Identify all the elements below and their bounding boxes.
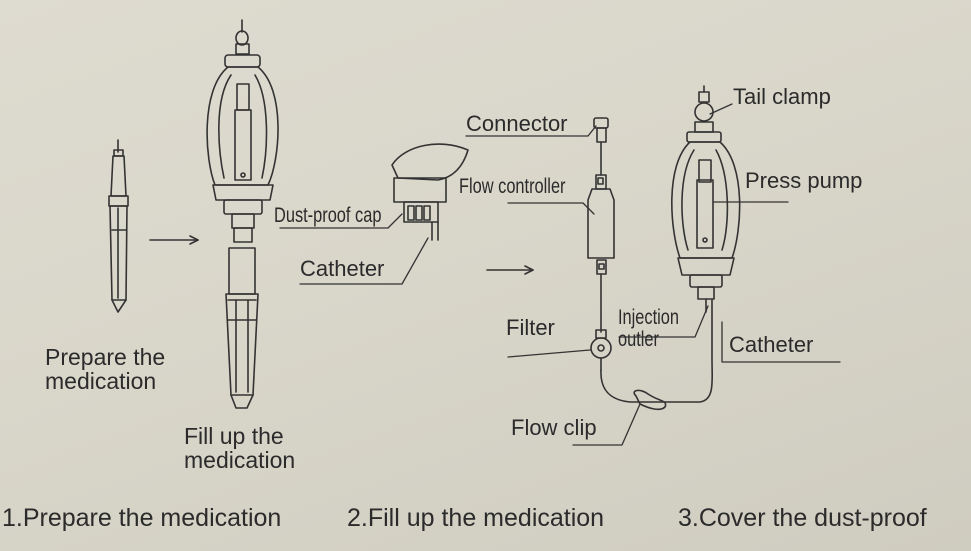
step-1-caption: 1.Prepare the medication — [2, 504, 282, 532]
dust-proof-cap-icon — [391, 143, 469, 241]
leader-lines-right — [465, 103, 841, 446]
label-catheter-1: Catheter — [300, 256, 385, 281]
pump-bulb-icon — [206, 19, 279, 243]
label-prepare-medication: Prepare the medication — [45, 344, 166, 395]
label-flow-controller: Flow controller — [459, 175, 566, 198]
label-dust-proof-cap: Dust-proof cap — [274, 204, 382, 227]
syringe-prepare-icon — [108, 139, 129, 313]
step-3-caption: 3.Cover the dust-proof — [678, 504, 927, 532]
infusion-line-icon — [587, 117, 714, 411]
step-2-caption: 2.Fill up the medication — [347, 504, 605, 532]
label-connector: Connector — [466, 111, 568, 136]
arrow-right-icon — [149, 235, 199, 245]
label-injection-outlet: Injection outler — [618, 306, 680, 352]
label-filter: Filter — [506, 315, 555, 340]
label-press-pump: Press pump — [745, 168, 863, 193]
label-tail-clamp: Tail clamp — [733, 84, 831, 109]
press-pump-icon — [671, 85, 741, 313]
label-catheter-2: Catheter — [729, 332, 814, 357]
label-fill-up-medication: Fill up the medication — [184, 423, 296, 474]
label-flow-clip: Flow clip — [511, 415, 597, 440]
syringe-fill-icon — [225, 247, 259, 409]
leader-lines-left — [279, 213, 429, 285]
arrow-right-icon-2 — [486, 265, 534, 275]
